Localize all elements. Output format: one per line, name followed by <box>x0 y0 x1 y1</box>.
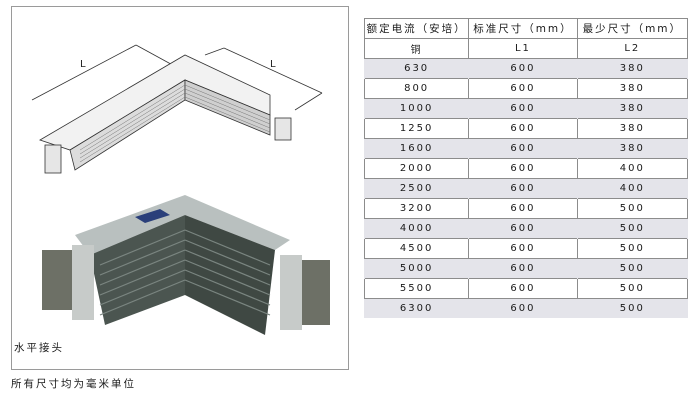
subheader-l2: L2 <box>576 38 689 59</box>
header-rated-current: 额定电流（安培） <box>363 18 470 39</box>
cell-l1: 600 <box>468 158 578 179</box>
dimension-label-l-left: L <box>80 59 86 70</box>
cell-l1: 600 <box>468 58 578 79</box>
cell-l1: 600 <box>468 218 578 239</box>
cell-l1: 600 <box>468 78 578 99</box>
busway-elbow-line-drawing: L L <box>31 44 323 174</box>
cell-current: 4500 <box>363 238 470 259</box>
cell-l2: 380 <box>576 118 689 139</box>
cell-l2: 380 <box>576 78 689 99</box>
cell-l2: 380 <box>576 98 689 119</box>
cell-l2: 500 <box>576 278 689 299</box>
cell-current: 2000 <box>363 158 470 179</box>
figure-caption: 水平接头 <box>14 342 64 354</box>
cell-current: 1250 <box>363 118 470 139</box>
table-header-row: 额定电流（安培） 标准尺寸（mm） 最少尺寸（mm） <box>363 18 689 39</box>
cell-l1: 600 <box>468 98 578 119</box>
dimension-label-l-right: L <box>270 59 276 70</box>
cell-current: 5500 <box>363 278 470 299</box>
cell-l1: 600 <box>468 298 578 318</box>
table-subheader-row: 铜 L1 L2 <box>363 38 689 59</box>
cell-l2: 500 <box>576 298 689 318</box>
cell-l1: 600 <box>468 178 578 199</box>
cell-current: 4000 <box>363 218 470 239</box>
cell-l2: 380 <box>576 58 689 79</box>
busway-elbow-photo <box>42 195 330 335</box>
cell-current: 6300 <box>363 298 470 318</box>
cell-l2: 400 <box>576 158 689 179</box>
cell-l2: 500 <box>576 198 689 219</box>
cell-current: 1000 <box>363 98 470 119</box>
cell-l1: 600 <box>468 118 578 139</box>
cell-l2: 380 <box>576 138 689 159</box>
subheader-copper: 铜 <box>363 38 470 59</box>
cell-l2: 500 <box>576 258 689 279</box>
cell-l1: 600 <box>468 238 578 259</box>
cell-l1: 600 <box>468 278 578 299</box>
units-footnote: 所有尺寸均为毫米单位 <box>11 378 136 390</box>
cell-current: 800 <box>363 78 470 99</box>
cell-current: 2500 <box>363 178 470 199</box>
cell-l1: 600 <box>468 198 578 219</box>
cell-l2: 400 <box>576 178 689 199</box>
cell-current: 630 <box>363 58 470 79</box>
header-standard-size: 标准尺寸（mm） <box>468 18 578 39</box>
cell-l2: 500 <box>576 238 689 259</box>
cell-l1: 600 <box>468 258 578 279</box>
cell-current: 5000 <box>363 258 470 279</box>
cell-l1: 600 <box>468 138 578 159</box>
cell-current: 1600 <box>363 138 470 159</box>
subheader-l1: L1 <box>468 38 578 59</box>
cell-current: 3200 <box>363 198 470 219</box>
header-minimum-size: 最少尺寸（mm） <box>576 18 689 39</box>
cell-l2: 500 <box>576 218 689 239</box>
